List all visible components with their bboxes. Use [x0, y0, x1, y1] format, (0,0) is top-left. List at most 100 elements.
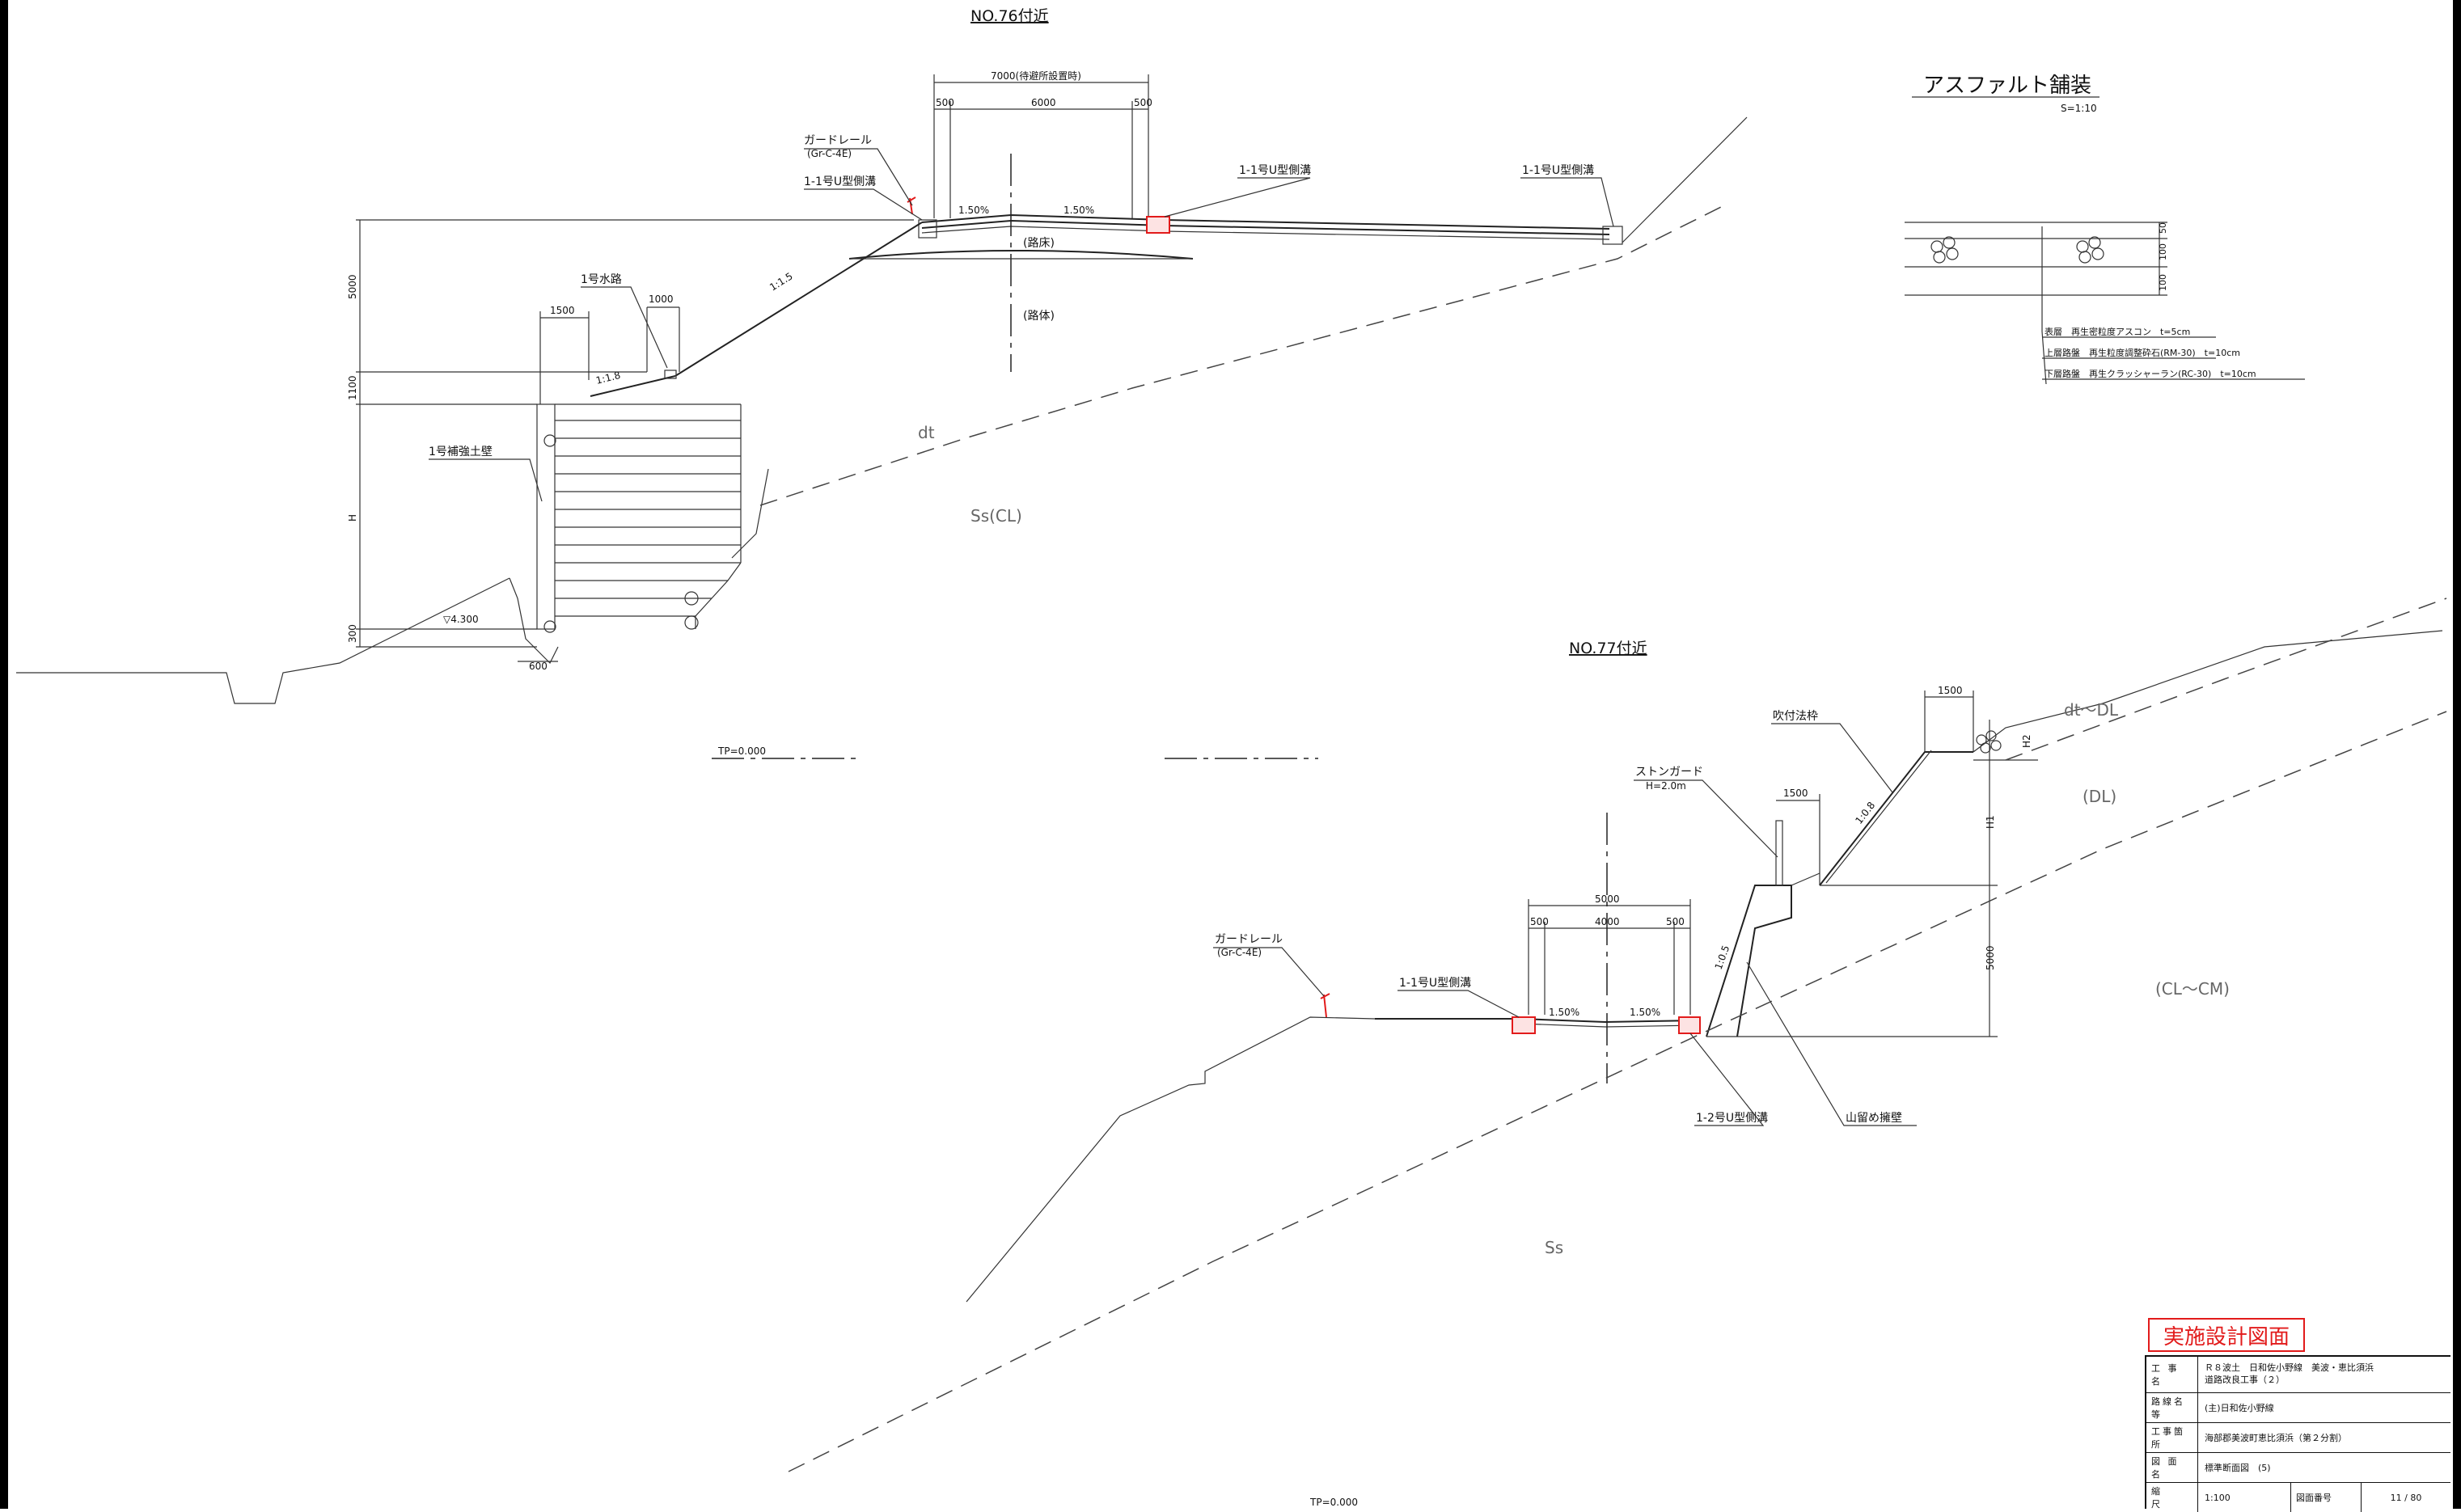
pavement-layer-1: 上層路盤 再生粒度調整砕石(RM-30) t=10cm: [2044, 347, 2240, 358]
label-water-level: ▽4.300: [443, 614, 479, 625]
section-77-vertical-dims: 5000 H1 H2: [1706, 720, 2038, 1037]
label-u-gutter-77-left: 1-1号U型側溝: [1399, 977, 1471, 990]
reinforced-wall-76: 1号補強土壁: [429, 403, 769, 633]
titleblock-row-route: 路線名等 (主)日和佐小野線: [2146, 1393, 2450, 1423]
u-gutter-77-left: [1512, 1016, 1536, 1034]
pavement-layer-2: 下層路盤 再生クラッシャーラン(RC-30) t=10cm: [2044, 368, 2256, 379]
dim-77-1500-b: 1500: [1938, 685, 1963, 696]
ground-left-77: [966, 1016, 1376, 1303]
drawing-value: 標準断面図 (5): [2205, 1463, 2271, 1473]
section-76-road: 1.50% 1.50% (路床) (路体): [848, 154, 1610, 372]
soil-dt-76: dt: [918, 423, 935, 442]
u-gutter-76-center: [1146, 216, 1170, 234]
spray-frame-77: 1:0.8 吹付法枠 1500: [1771, 630, 2443, 886]
slope-77-left: 1.50%: [1549, 1007, 1579, 1018]
slope-77-right: 1.50%: [1630, 1007, 1660, 1018]
u-gutter-76-left: [918, 219, 937, 239]
soil-dl: (DL): [2083, 787, 2116, 806]
u-gutter-77-right: [1678, 1016, 1701, 1034]
frame-border-left: [0, 0, 8, 1509]
soil-ss-77: Ss: [1545, 1238, 1563, 1257]
dim-76-600: 600: [529, 661, 548, 672]
section-77-title: NO.77付近: [1569, 640, 1647, 657]
pavement-aggregate: [1930, 236, 2104, 264]
dim-76-H: H: [347, 514, 358, 522]
titleblock-row-location: 工事箇所 海部郡美波町恵比須浜（第２分割）: [2146, 1423, 2450, 1453]
dim-77-1500-a: 1500: [1783, 788, 1808, 799]
dim-77-H2: H2: [2021, 734, 2032, 748]
scale-label: 縮 尺: [2146, 1483, 2198, 1512]
geo-boundary-77-upper: [2005, 598, 2447, 761]
route-value: (主)日和佐小野線: [2205, 1403, 2274, 1413]
label-retaining-wall: 山留め擁壁: [1846, 1112, 1902, 1125]
terrain-right-77: [1973, 630, 2443, 753]
label-stone-guard: ストンガード: [1635, 766, 1703, 779]
dim-76-total: 7000(待避所設置時): [991, 70, 1081, 82]
dim-77-total: 5000: [1595, 893, 1620, 905]
section-76-top-dims: 7000(待避所設置時) 500 6000 500: [933, 70, 1152, 218]
dim-76-1000: 1000: [649, 294, 674, 305]
frame-border-right: [2453, 0, 2461, 1509]
tp-77: TP=0.000: [1309, 1497, 1358, 1508]
dim-76-left: 500: [936, 97, 954, 108]
label-guardrail-77: ガードレール: [1215, 933, 1283, 946]
dim-76-300: 300: [347, 624, 358, 643]
section-76-title: NO.76付近: [970, 7, 1049, 25]
stone-guard-77: 1500 ストンガード H=2.0m: [1634, 766, 1820, 886]
pavement-scale: S=1:10: [2061, 103, 2097, 114]
work-name-line1: Ｒ８波土 日和佐小野線 美波・恵比須浜: [2205, 1362, 2374, 1373]
ground-left-76: [16, 577, 510, 704]
route-label: 路線名等: [2146, 1393, 2198, 1422]
soil-dt-dl: dt～DL: [2064, 700, 2119, 720]
location-value: 海部郡美波町恵比須浜（第２分割）: [2205, 1433, 2347, 1443]
soil-cl-cm: (CL～CM): [2155, 979, 2230, 999]
road-77: [1375, 1018, 1699, 1024]
guardrail-76: [907, 196, 916, 215]
geo-boundary-77-lower: [788, 711, 2447, 1472]
dim-77-H1: H1: [1985, 815, 1996, 829]
geo-boundary-76: [759, 205, 1723, 506]
pavement-title: アスファルト舗装: [1923, 74, 2091, 98]
drawing-label: 図 面 名: [2146, 1453, 2198, 1482]
titleblock-row-drawing: 図 面 名 標準断面図 (5): [2146, 1453, 2450, 1483]
pavement-dim-0: 50: [2158, 222, 2168, 234]
number-label: 図面番号: [2290, 1483, 2362, 1512]
retaining-wall-77: 1:0.5 山留め擁壁: [1706, 872, 1917, 1126]
scale-value: 1:100: [2205, 1492, 2231, 1503]
label-u-gutter-76-left: 1-1号U型側溝: [804, 175, 876, 188]
label-u-gutter-76-center: 1-1号U型側溝: [1239, 164, 1311, 177]
label-waterway: 1号水路: [581, 273, 622, 286]
u-gutter-76-right: [1602, 226, 1623, 245]
dim-77-right: 500: [1666, 916, 1685, 927]
slope-1-1.8: [590, 375, 676, 397]
dim-77-left: 500: [1530, 916, 1549, 927]
slope-76-left: 1.50%: [958, 205, 989, 216]
label-reinforced-wall: 1号補強土壁: [429, 446, 493, 458]
terrain-right-76: [1622, 116, 1748, 243]
label-stone-guard-h: H=2.0m: [1646, 780, 1686, 792]
guardrail-77: [1320, 993, 1330, 1018]
label-u-gutter-77-right: 1-2号U型側溝: [1696, 1112, 1768, 1125]
label-subgrade: (路床): [1023, 237, 1055, 250]
tp-76: TP=0.000: [717, 745, 766, 757]
dim-76-mid: 6000: [1031, 97, 1056, 108]
label-u-gutter-76-right: 1-1号U型側溝: [1522, 164, 1594, 177]
pavement-layer-0: 表層 再生密粒度アスコン t=5cm: [2044, 326, 2190, 337]
dim-76-right: 500: [1134, 97, 1152, 108]
waterway-76: 1000 1号水路: [581, 273, 680, 379]
work-name-label: 工 事 名: [2146, 1357, 2198, 1392]
number-value: 11 / 80: [2390, 1492, 2422, 1503]
label-slope-15: 1:1.5: [767, 270, 795, 293]
label-guardrail-76: ガードレール: [804, 134, 872, 147]
titleblock-row-scale: 縮 尺 1:100 図面番号 11 / 80: [2146, 1483, 2450, 1512]
label-guardrail-spec-77: (Gr-C-4E): [1217, 947, 1262, 958]
design-stamp: 実施設計図面: [2148, 1318, 2305, 1352]
section-77-top-dims: 5000 500 4000 500: [1528, 893, 1691, 1015]
section-77: NO.77付近 5000 500 4000 500 1.50% 1.50% ガー…: [788, 598, 2447, 1508]
dim-76-1100: 1100: [347, 375, 358, 400]
location-label: 工事箇所: [2146, 1423, 2198, 1452]
title-block: 工 事 名 Ｒ８波土 日和佐小野線 美波・恵比須浜 道路改良工事（２） 路線名等…: [2145, 1355, 2450, 1512]
titleblock-row-work: 工 事 名 Ｒ８波土 日和佐小野線 美波・恵比須浜 道路改良工事（２）: [2146, 1357, 2450, 1393]
pavement-dim-2: 100: [2158, 274, 2168, 291]
